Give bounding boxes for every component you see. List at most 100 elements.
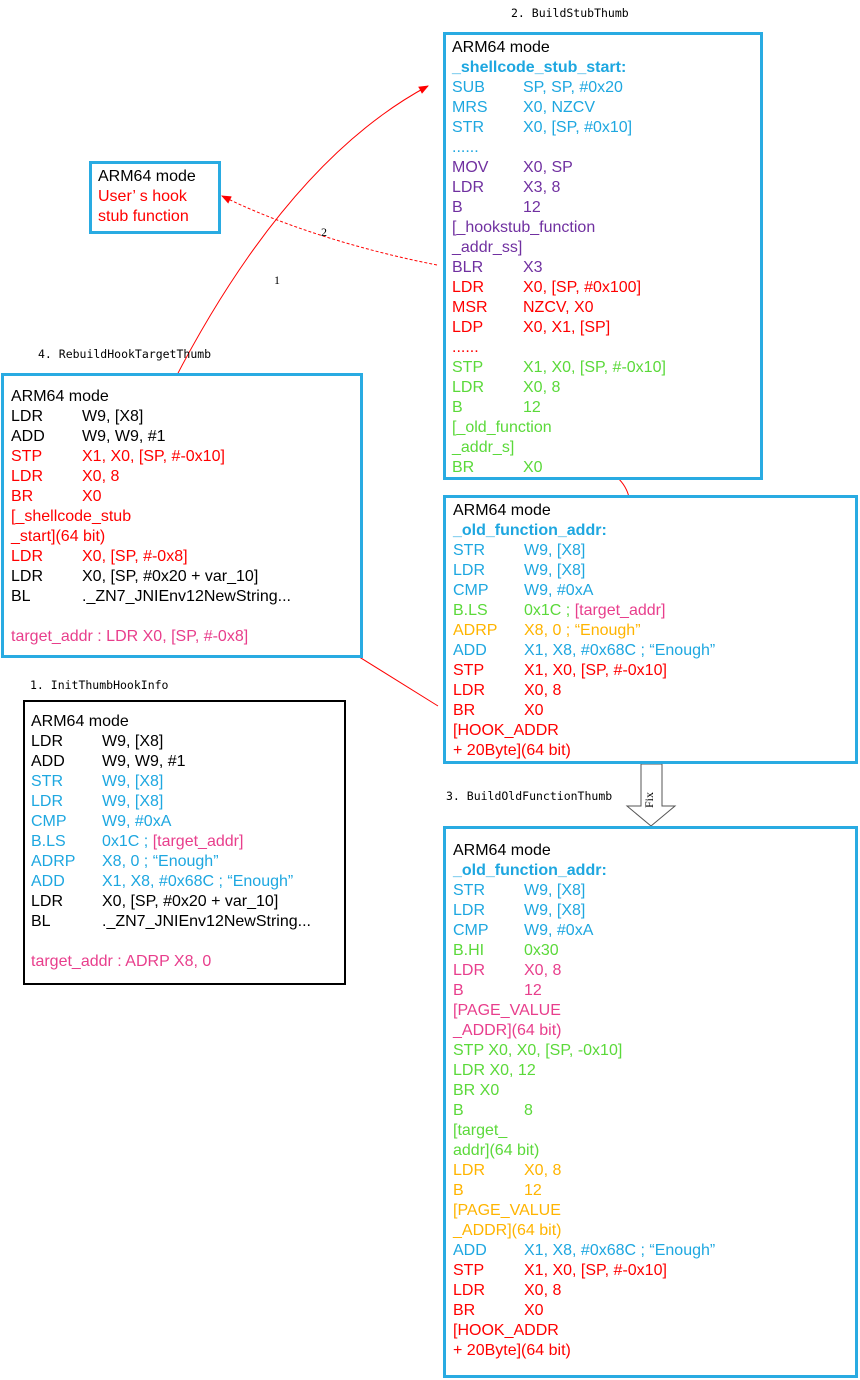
operand: NZCV, X0 bbox=[523, 299, 594, 316]
operand: X1, X0, [SP, #-0x10] bbox=[524, 1262, 667, 1279]
opcode: LDR bbox=[453, 562, 486, 579]
code-line: _addr_ss] bbox=[452, 238, 760, 258]
operand: W9, [X8] bbox=[102, 773, 164, 790]
opcode: MRS bbox=[452, 99, 488, 116]
operand: X8, 0 ; “Enough” bbox=[102, 853, 219, 870]
code-label: _old_function_addr: bbox=[453, 522, 607, 539]
opcode: BR bbox=[452, 459, 475, 476]
operand: ._ZN7_JNIEnv12NewString... bbox=[82, 588, 291, 605]
operand: [target_ bbox=[453, 1122, 508, 1139]
operand: X0 bbox=[523, 459, 543, 476]
operand: _ADDR](64 bit) bbox=[453, 1222, 562, 1239]
opcode: LDR bbox=[11, 408, 44, 425]
user-hook-box: ARM64 mode User’ s hook stub function bbox=[89, 161, 221, 234]
box-title: ARM64 mode bbox=[453, 842, 551, 859]
opcode: LDR bbox=[31, 733, 64, 750]
caption-init-thumb-hook-info: 1. InitThumbHookInfo bbox=[30, 678, 169, 692]
operand: W9, #0xA bbox=[102, 813, 172, 830]
code-line: [PAGE_VALUE bbox=[453, 1201, 855, 1221]
operand: ._ZN7_JNIEnv12NewString... bbox=[102, 913, 311, 930]
opcode: STP bbox=[453, 662, 485, 679]
opcode: B.LS bbox=[453, 602, 488, 619]
opcode: BL bbox=[11, 588, 31, 605]
operand: [_old_function bbox=[452, 419, 552, 436]
code-line: [_old_function bbox=[452, 418, 760, 438]
operand: [_hookstub_function bbox=[452, 219, 596, 236]
opcode: LDR bbox=[453, 962, 486, 979]
operand: X0, 8 bbox=[82, 468, 120, 485]
operand: X0, [SP, #0x10] bbox=[523, 119, 633, 136]
opcode: CMP bbox=[31, 813, 67, 830]
code-line: ADD W9, W9, #1 bbox=[11, 427, 360, 447]
operand: + 20Byte](64 bit) bbox=[453, 1342, 571, 1359]
opcode: STP bbox=[452, 359, 484, 376]
opcode: STR bbox=[453, 882, 485, 899]
operand: 8 bbox=[524, 1102, 533, 1119]
box-title: ARM64 mode bbox=[453, 502, 551, 519]
box-title: ARM64 mode bbox=[31, 713, 129, 730]
code-line: STP X1, X0, [SP, #-0x10] bbox=[453, 661, 855, 681]
opcode: B bbox=[452, 399, 463, 416]
operand: [PAGE_VALUE bbox=[453, 1002, 561, 1019]
operand: X0, [SP, #0x100] bbox=[523, 279, 642, 296]
operand: W9, #0xA bbox=[524, 582, 594, 599]
code-line: MRS X0, NZCV bbox=[452, 98, 760, 118]
code-line: _ADDR](64 bit) bbox=[453, 1221, 855, 1241]
code-line: CMP W9, #0xA bbox=[31, 812, 344, 832]
fix-label: Fix bbox=[642, 791, 656, 808]
opcode: BR bbox=[453, 1302, 476, 1319]
opcode: LDR bbox=[11, 468, 44, 485]
caption-build-stub-thumb: 2. BuildStubThumb bbox=[511, 6, 629, 20]
operand: W9, [X8] bbox=[524, 542, 586, 559]
opcode: ADD bbox=[11, 428, 45, 445]
operand: X0, NZCV bbox=[523, 99, 596, 116]
code-line: + 20Byte](64 bit) bbox=[453, 741, 855, 761]
code-line: [target_ bbox=[453, 1121, 855, 1141]
opcode: CMP bbox=[453, 582, 489, 599]
operand: [HOOK_ADDR bbox=[453, 722, 559, 739]
operand: X0 bbox=[524, 702, 544, 719]
code-line: [HOOK_ADDR bbox=[453, 1321, 855, 1341]
caption-build-old-function-thumb: 3. BuildOldFunctionThumb bbox=[446, 789, 613, 803]
opcode: BLR bbox=[452, 259, 484, 276]
operand: W9, [X8] bbox=[82, 408, 144, 425]
opcode: ADD bbox=[453, 1242, 487, 1259]
opcode: B bbox=[453, 982, 464, 999]
operand: W9, W9, #1 bbox=[82, 428, 166, 445]
operand: X0, [SP, #-0x8] bbox=[82, 548, 188, 565]
code-line: BR X0 bbox=[453, 1081, 855, 1101]
operand: X8, 0 ; “Enough” bbox=[524, 622, 641, 639]
operand: X1, X0, [SP, #-0x10] bbox=[524, 662, 667, 679]
opcode: ADD bbox=[31, 873, 65, 890]
code-line: _start](64 bit) bbox=[11, 527, 360, 547]
operand: 12 bbox=[524, 1182, 542, 1199]
opcode: LDR bbox=[452, 379, 485, 396]
code-line: [PAGE_VALUE bbox=[453, 1001, 855, 1021]
operand: _addr_ss] bbox=[452, 239, 523, 256]
operand: SP, SP, #0x20 bbox=[523, 79, 623, 96]
code-line: CMP W9, #0xA bbox=[453, 581, 855, 601]
